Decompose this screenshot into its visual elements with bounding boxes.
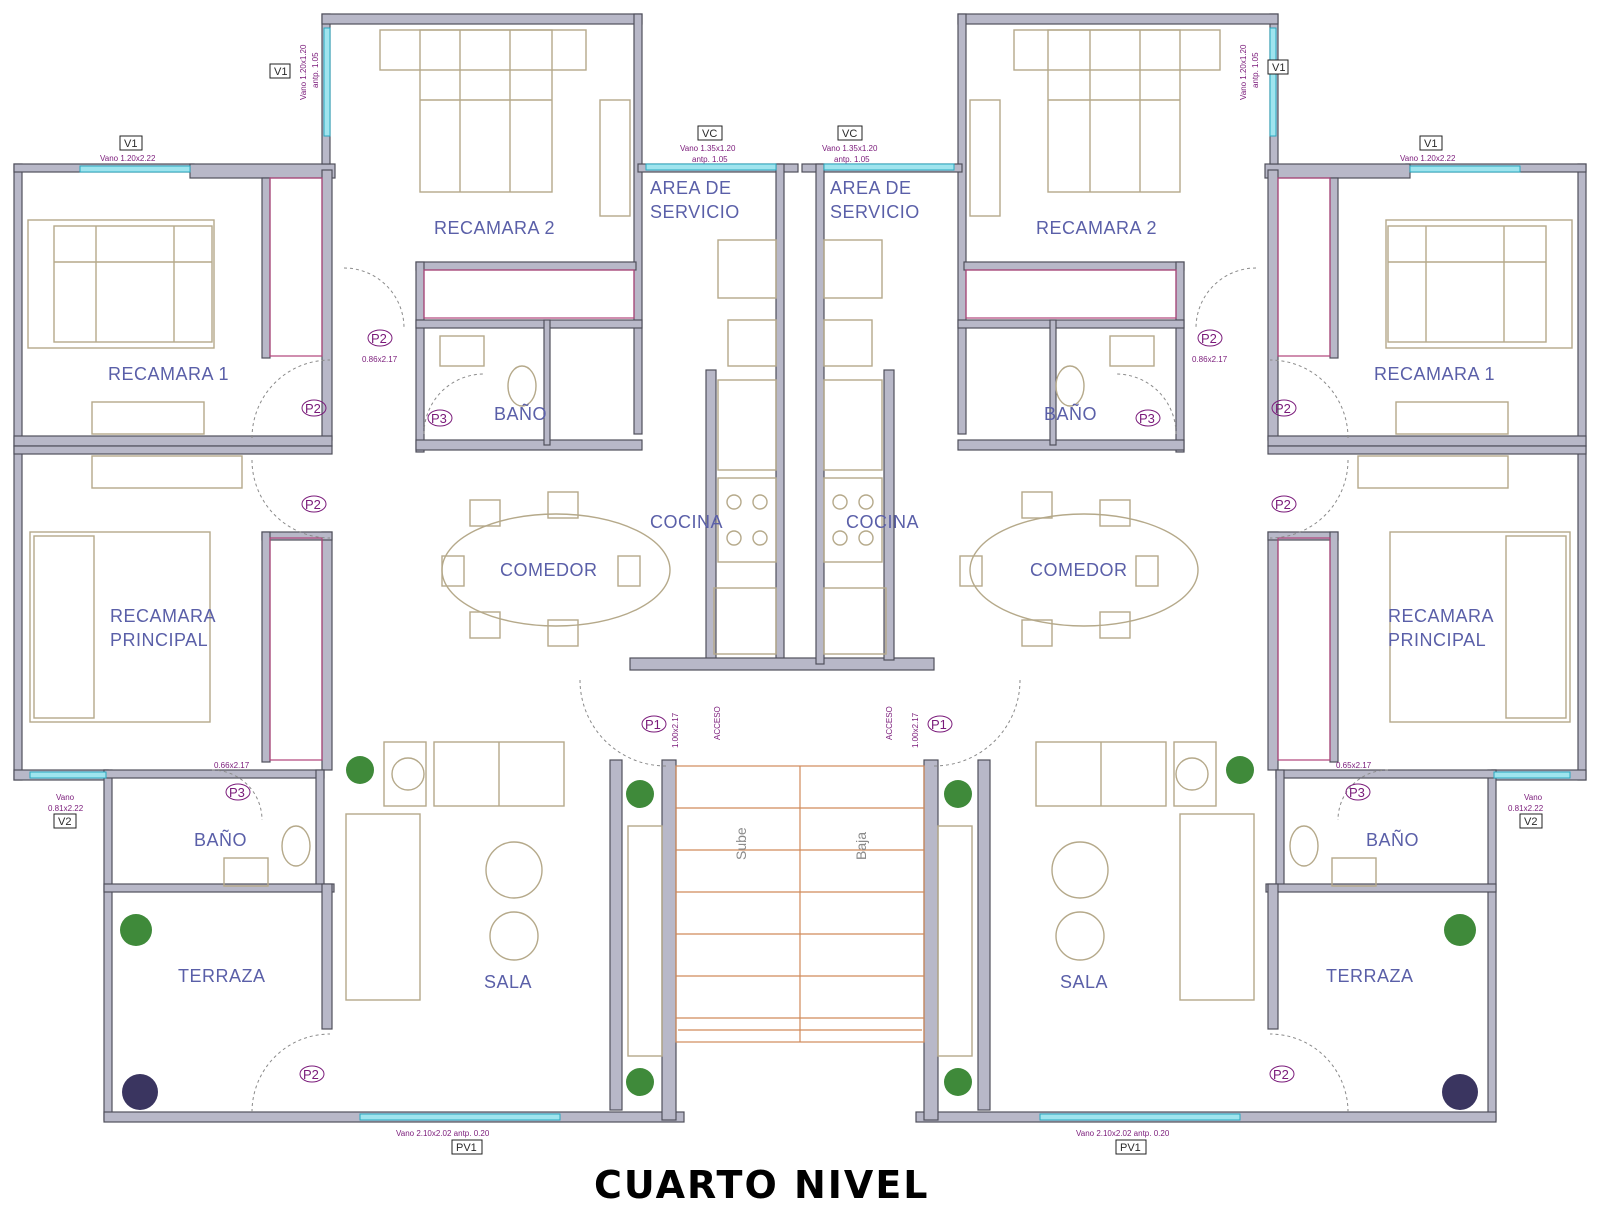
room-recamara2-right: RECAMARA 2	[1036, 218, 1157, 238]
tag-v1-side-right: V1	[1272, 62, 1285, 74]
room-sala-right: SALA	[1060, 972, 1108, 992]
label-acceso-right: ACCESO	[885, 706, 894, 740]
walls	[13, 13, 1587, 1123]
room-sala-left: SALA	[484, 972, 532, 992]
window-tags: V1 V1 Vano 1.20x1.20 antp. 1.05 Vano 1.2…	[48, 44, 1544, 1155]
tag-pv1-left: PV1	[456, 1142, 477, 1154]
room-area-servicio-left-1: AREA DE	[650, 178, 732, 198]
room-area-servicio-left-2: SERVICIO	[650, 202, 740, 222]
tag-v1-side-left: V1	[274, 66, 287, 78]
dim-p3-bano-bottom-right: 0.65x2.17	[1336, 761, 1372, 770]
door-p2-terraza-left: P2	[303, 1067, 319, 1082]
door-p2-recamara1-left: P2	[305, 401, 321, 416]
room-terraza-left: TERRAZA	[178, 966, 266, 986]
room-principal-left-1: RECAMARA	[110, 606, 216, 626]
room-recamara1-right: RECAMARA 1	[1374, 364, 1495, 384]
door-p1-left: P1	[645, 717, 661, 732]
dim-p2-recamara2-right: 0.86x2.17	[1192, 355, 1228, 364]
room-area-servicio-right-2: SERVICIO	[830, 202, 920, 222]
dim-vc-right: Vano 1.35x1.20	[822, 144, 878, 153]
room-cocina-left: COCINA	[650, 512, 723, 532]
tag-v2-left: V2	[58, 816, 71, 828]
plants	[120, 756, 1478, 1110]
door-p3-bano-bottom-left: P3	[229, 785, 245, 800]
furniture	[27, 29, 1573, 1057]
door-p2-recamara1-right: P2	[1275, 401, 1291, 416]
door-swings	[211, 267, 1389, 1113]
dim-vc-left-antp: antp. 1.05	[692, 155, 728, 164]
door-p2-principal-left: P2	[305, 497, 321, 512]
room-bano-bottom-left: BAÑO	[194, 829, 247, 850]
dim-v2-left: Vano	[56, 793, 75, 802]
room-comedor-left: COMEDOR	[500, 560, 598, 580]
room-principal-left-2: PRINCIPAL	[110, 630, 208, 650]
plan-title: CUARTO NIVEL	[594, 1163, 930, 1207]
room-principal-right-2: PRINCIPAL	[1388, 630, 1486, 650]
dim-p2-recamara2-left: 0.86x2.17	[362, 355, 398, 364]
closets	[269, 177, 1331, 761]
room-recamara2-left: RECAMARA 2	[434, 218, 555, 238]
dim-v2-left-size: 0.81x2.22	[48, 804, 84, 813]
room-bano-top-left: BAÑO	[494, 403, 547, 424]
door-p2-principal-right: P2	[1275, 497, 1291, 512]
tag-vc-right: VC	[842, 128, 857, 140]
tag-vc-left: VC	[702, 128, 717, 140]
door-p2-recamara2-right: P2	[1201, 331, 1217, 346]
dim-p1-left: 1.00x2.17	[671, 712, 680, 748]
dim-p1-right: 1.00x2.17	[911, 712, 920, 748]
dim-pv1-left: Vano 2.10x2.02 antp. 0.20	[396, 1129, 490, 1138]
door-p2-terraza-right: P2	[1273, 1067, 1289, 1082]
room-principal-right-1: RECAMARA	[1388, 606, 1494, 626]
dim-v1-top-left: Vano 1.20x2.22	[100, 154, 156, 163]
dim-vc-right-antp: antp. 1.05	[834, 155, 870, 164]
dim-v1-side-right: Vano 1.20x1.20	[1239, 44, 1248, 100]
room-cocina-right: COCINA	[846, 512, 919, 532]
dim-p3-bano-bottom-left: 0.66x2.17	[214, 761, 250, 770]
door-p1-right: P1	[931, 717, 947, 732]
dim-vc-left: Vano 1.35x1.20	[680, 144, 736, 153]
dim-v2-right-size: 0.81x2.22	[1508, 804, 1544, 813]
windows	[29, 27, 1571, 1121]
door-tags: P2 0.86x2.17 P2 P2 P3 P3 0.66x2.17 P2 P1…	[214, 329, 1372, 1083]
tag-pv1-right: PV1	[1120, 1142, 1141, 1154]
room-labels: RECAMARA 2 RECAMARA 2 RECAMARA 1 RECAMAR…	[108, 178, 1495, 992]
dim-v1-side-left-antp: antp. 1.05	[311, 52, 320, 88]
dim-v1-top-right: Vano 1.20x2.22	[1400, 154, 1456, 163]
tag-v1-top-left: V1	[124, 138, 137, 150]
staircase	[675, 765, 925, 1043]
label-acceso-left: ACCESO	[713, 706, 722, 740]
tag-v2-right: V2	[1524, 816, 1537, 828]
room-terraza-right: TERRAZA	[1326, 966, 1414, 986]
tag-v1-top-right: V1	[1424, 138, 1437, 150]
room-recamara1-left: RECAMARA 1	[108, 364, 229, 384]
room-area-servicio-right-1: AREA DE	[830, 178, 912, 198]
room-bano-top-right: BAÑO	[1044, 403, 1097, 424]
door-p2-recamara2-left: P2	[371, 331, 387, 346]
door-p3-bano-bottom-right: P3	[1349, 785, 1365, 800]
room-comedor-right: COMEDOR	[1030, 560, 1128, 580]
dim-v1-side-right-antp: antp. 1.05	[1251, 52, 1260, 88]
dim-v2-right: Vano	[1524, 793, 1543, 802]
stair-baja: Baja	[853, 832, 869, 860]
dim-v1-side-left: Vano 1.20x1.20	[299, 44, 308, 100]
door-p3-bano-top-right: P3	[1139, 411, 1155, 426]
door-p3-bano-top-left: P3	[431, 411, 447, 426]
stair-sube: Sube	[733, 827, 749, 860]
room-bano-bottom-right: BAÑO	[1366, 829, 1419, 850]
dim-pv1-right: Vano 2.10x2.02 antp. 0.20	[1076, 1129, 1170, 1138]
